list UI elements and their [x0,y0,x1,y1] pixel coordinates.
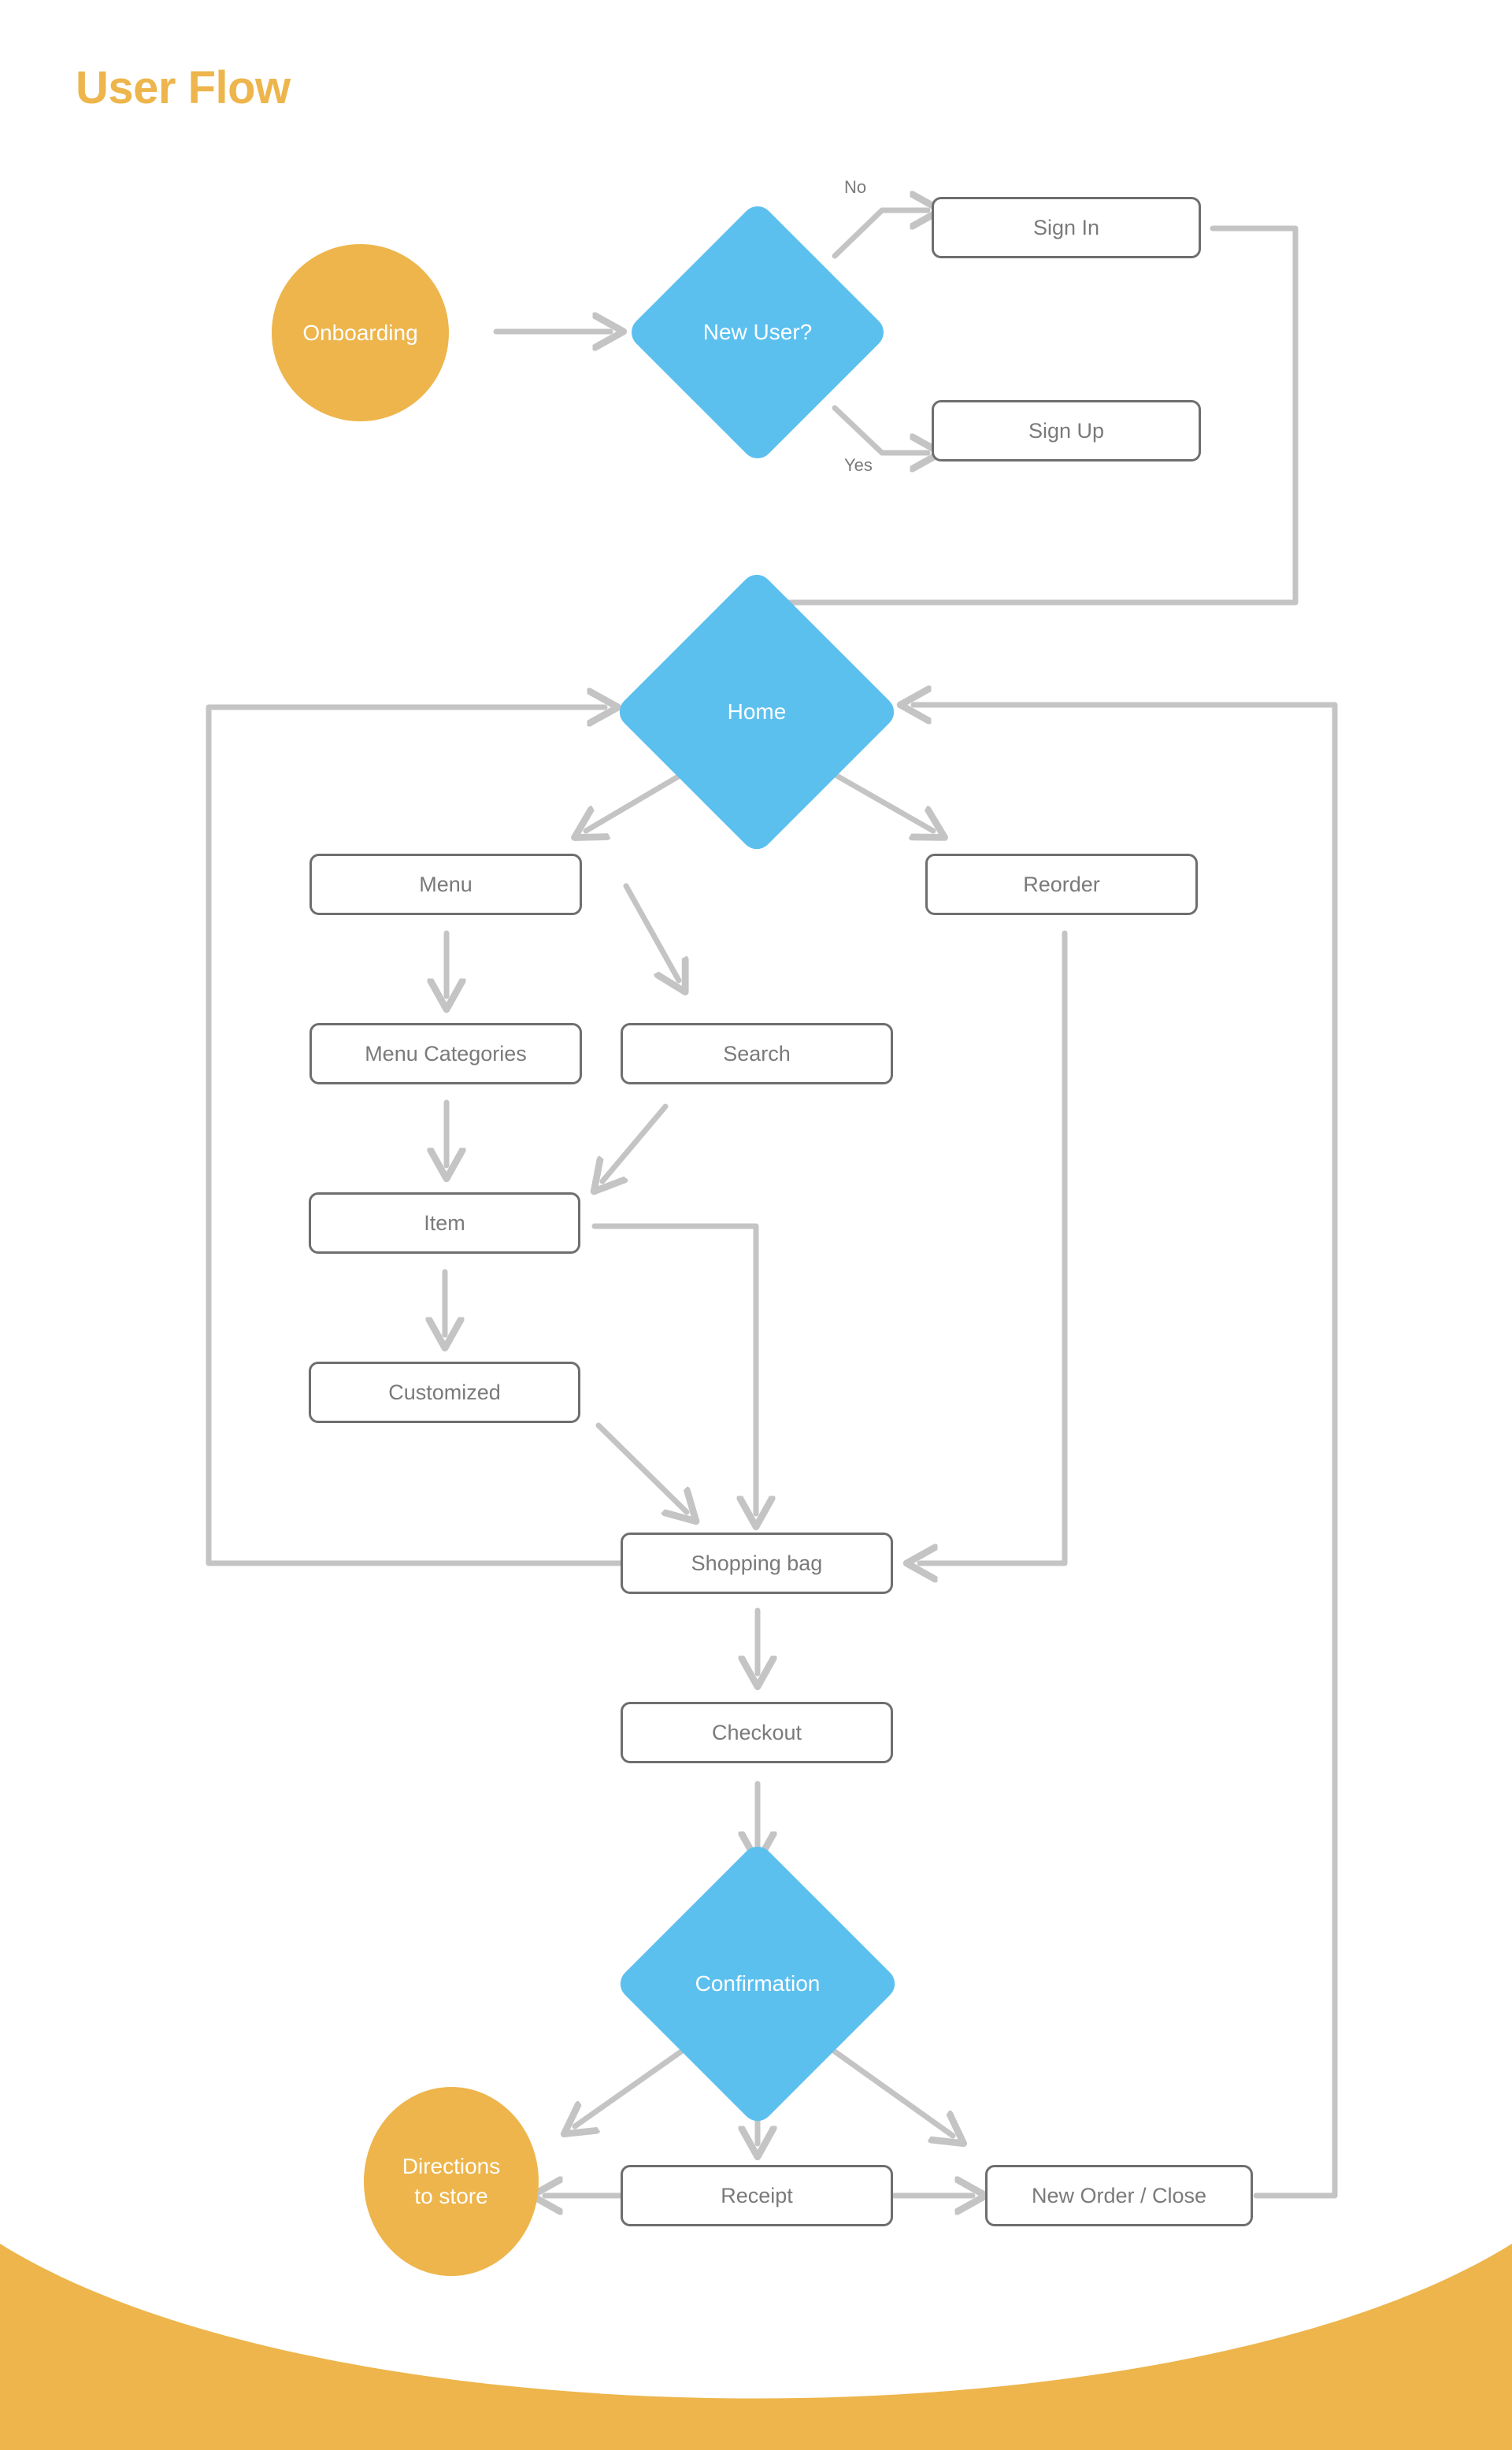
edge-newuser-signup [832,405,928,453]
node-shopping-bag[interactable]: Shopping bag [621,1533,893,1594]
node-item-label: Item [424,1210,465,1235]
node-receipt[interactable]: Receipt [621,2165,893,2226]
edge-confirmation-directions [575,2048,684,2126]
edge-home-menu [586,765,696,831]
edge-newuser-signin [832,210,928,259]
edge-label-yes: Yes [844,455,873,475]
node-directions-to-store[interactable]: Directions to store [364,2087,539,2276]
node-home-label: Home [727,699,787,724]
node-directions-label-line1: Directions [402,2154,501,2179]
edge-neworder-home [914,705,1338,2199]
edge-customized-bag [595,1422,687,1512]
node-sign-in[interactable]: Sign In [932,197,1201,258]
node-confirmation[interactable]: Confirmation [613,1840,902,2128]
node-checkout-label: Checkout [711,1720,802,1744]
edge-home-reorder [820,765,933,831]
node-sign-up-label: Sign Up [1028,418,1105,443]
node-new-user-label: New User? [702,320,813,344]
node-onboarding-label: Onboarding [302,320,418,345]
node-search[interactable]: Search [621,1023,893,1084]
node-onboarding[interactable]: Onboarding [272,244,449,421]
node-menu-categories-label: Menu Categories [365,1041,527,1066]
node-customized-label: Customized [388,1380,501,1404]
bottom-wave-decoration [0,2244,1512,2450]
edge-confirmation-neworder [832,2048,953,2136]
edge-reorder-bag [920,930,1068,1563]
edge-home-search [623,883,679,980]
node-menu-label: Menu [419,872,472,896]
node-new-user[interactable]: New User? [624,199,891,465]
node-reorder-label: Reorder [1023,872,1100,896]
node-sign-in-label: Sign In [1032,215,1100,239]
node-new-order-close[interactable]: New Order / Close [985,2165,1253,2226]
node-reorder[interactable]: Reorder [925,854,1198,915]
node-shopping-bag-label: Shopping bag [691,1551,823,1575]
node-checkout[interactable]: Checkout [621,1702,893,1763]
node-menu[interactable]: Menu [309,854,582,915]
edge-item-bag [591,1223,756,1514]
node-confirmation-label: Confirmation [695,1971,821,1996]
node-customized[interactable]: Customized [309,1362,580,1423]
node-directions-label-line2: to store [414,2184,488,2208]
node-home[interactable]: Home [613,568,901,856]
node-menu-categories[interactable]: Menu Categories [309,1023,582,1084]
node-new-order-close-label: New Order / Close [1031,2183,1207,2207]
node-item[interactable]: Item [309,1192,580,1254]
node-receipt-label: Receipt [721,2183,793,2207]
edge-search-item [602,1103,669,1181]
edge-bag-home [206,707,627,1566]
page-title: User Flow [76,62,291,113]
node-sign-up[interactable]: Sign Up [932,400,1201,461]
node-search-label: Search [723,1041,791,1066]
edge-label-no: No [844,177,867,197]
